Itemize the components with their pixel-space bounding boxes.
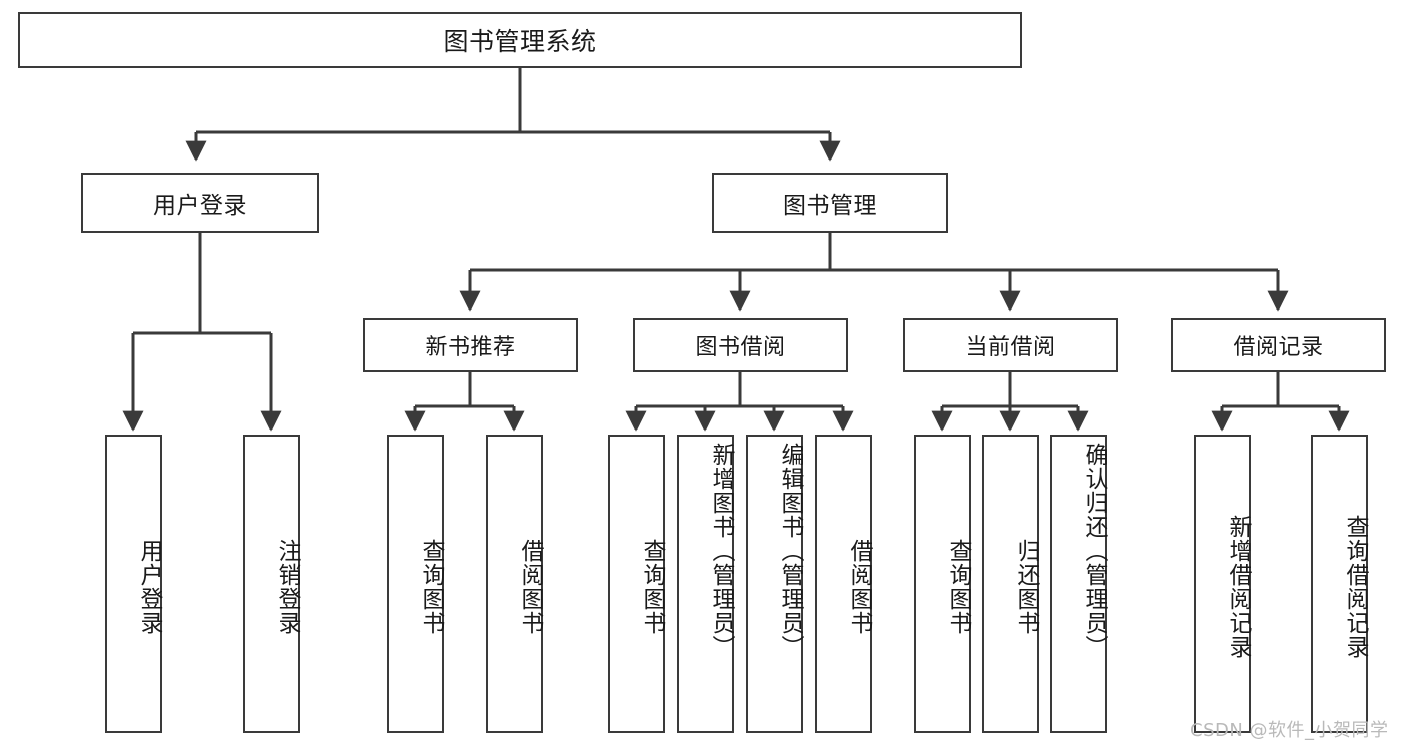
node-label: 用户登录 xyxy=(136,539,162,635)
node-book-management[interactable]: 图书管理 xyxy=(712,173,948,233)
leaf-logout[interactable]: 注销登录 xyxy=(243,435,300,733)
node-label: 查询图书 xyxy=(418,539,444,635)
node-label: 借阅图书 xyxy=(846,539,872,635)
node-label: 查询借阅记录 xyxy=(1342,515,1368,659)
node-label: 查询图书 xyxy=(945,539,971,635)
node-label: 图书管理系统 xyxy=(443,27,597,56)
leaf-borrow-books-recommend[interactable]: 借阅图书 xyxy=(486,435,543,733)
node-label: 新增图书（管理员） xyxy=(708,443,734,659)
leaf-query-books-borrow[interactable]: 查询图书 xyxy=(608,435,665,733)
node-label: 用户登录 xyxy=(153,193,247,219)
node-label: 借阅图书 xyxy=(517,539,543,635)
node-label: 确认归还（管理员） xyxy=(1081,443,1107,659)
node-borrowing-records[interactable]: 借阅记录 xyxy=(1171,318,1386,372)
node-label: 图书借阅 xyxy=(695,335,786,360)
leaf-add-book-admin[interactable]: 新增图书（管理员） xyxy=(677,435,734,733)
node-label: 借阅记录 xyxy=(1233,335,1324,360)
leaf-add-borrow-record[interactable]: 新增借阅记录 xyxy=(1194,435,1251,733)
node-user-login[interactable]: 用户登录 xyxy=(81,173,319,233)
node-book-borrowing[interactable]: 图书借阅 xyxy=(633,318,848,372)
node-label: 当前借阅 xyxy=(965,335,1056,360)
leaf-borrow-books[interactable]: 借阅图书 xyxy=(815,435,872,733)
node-current-borrowing[interactable]: 当前借阅 xyxy=(903,318,1118,372)
leaf-edit-book-admin[interactable]: 编辑图书（管理员） xyxy=(746,435,803,733)
node-root-library-management-system[interactable]: 图书管理系统 xyxy=(18,12,1022,68)
node-label: 图书管理 xyxy=(783,193,877,219)
leaf-query-borrow-record[interactable]: 查询借阅记录 xyxy=(1311,435,1368,733)
leaf-query-books-current[interactable]: 查询图书 xyxy=(914,435,971,733)
node-label: 归还图书 xyxy=(1013,539,1039,635)
node-label: 新书推荐 xyxy=(425,335,516,360)
leaf-query-books-recommend[interactable]: 查询图书 xyxy=(387,435,444,733)
node-label: 新增借阅记录 xyxy=(1225,515,1251,659)
node-label: 编辑图书（管理员） xyxy=(777,443,803,659)
node-label: 查询图书 xyxy=(639,539,665,635)
node-new-book-recommendation[interactable]: 新书推荐 xyxy=(363,318,578,372)
leaf-user-login[interactable]: 用户登录 xyxy=(105,435,162,733)
leaf-confirm-return-admin[interactable]: 确认归还（管理员） xyxy=(1050,435,1107,733)
node-label: 注销登录 xyxy=(274,539,300,635)
csdn-watermark: CSDN @软件_小贺同学 xyxy=(1190,720,1389,741)
leaf-return-books[interactable]: 归还图书 xyxy=(982,435,1039,733)
